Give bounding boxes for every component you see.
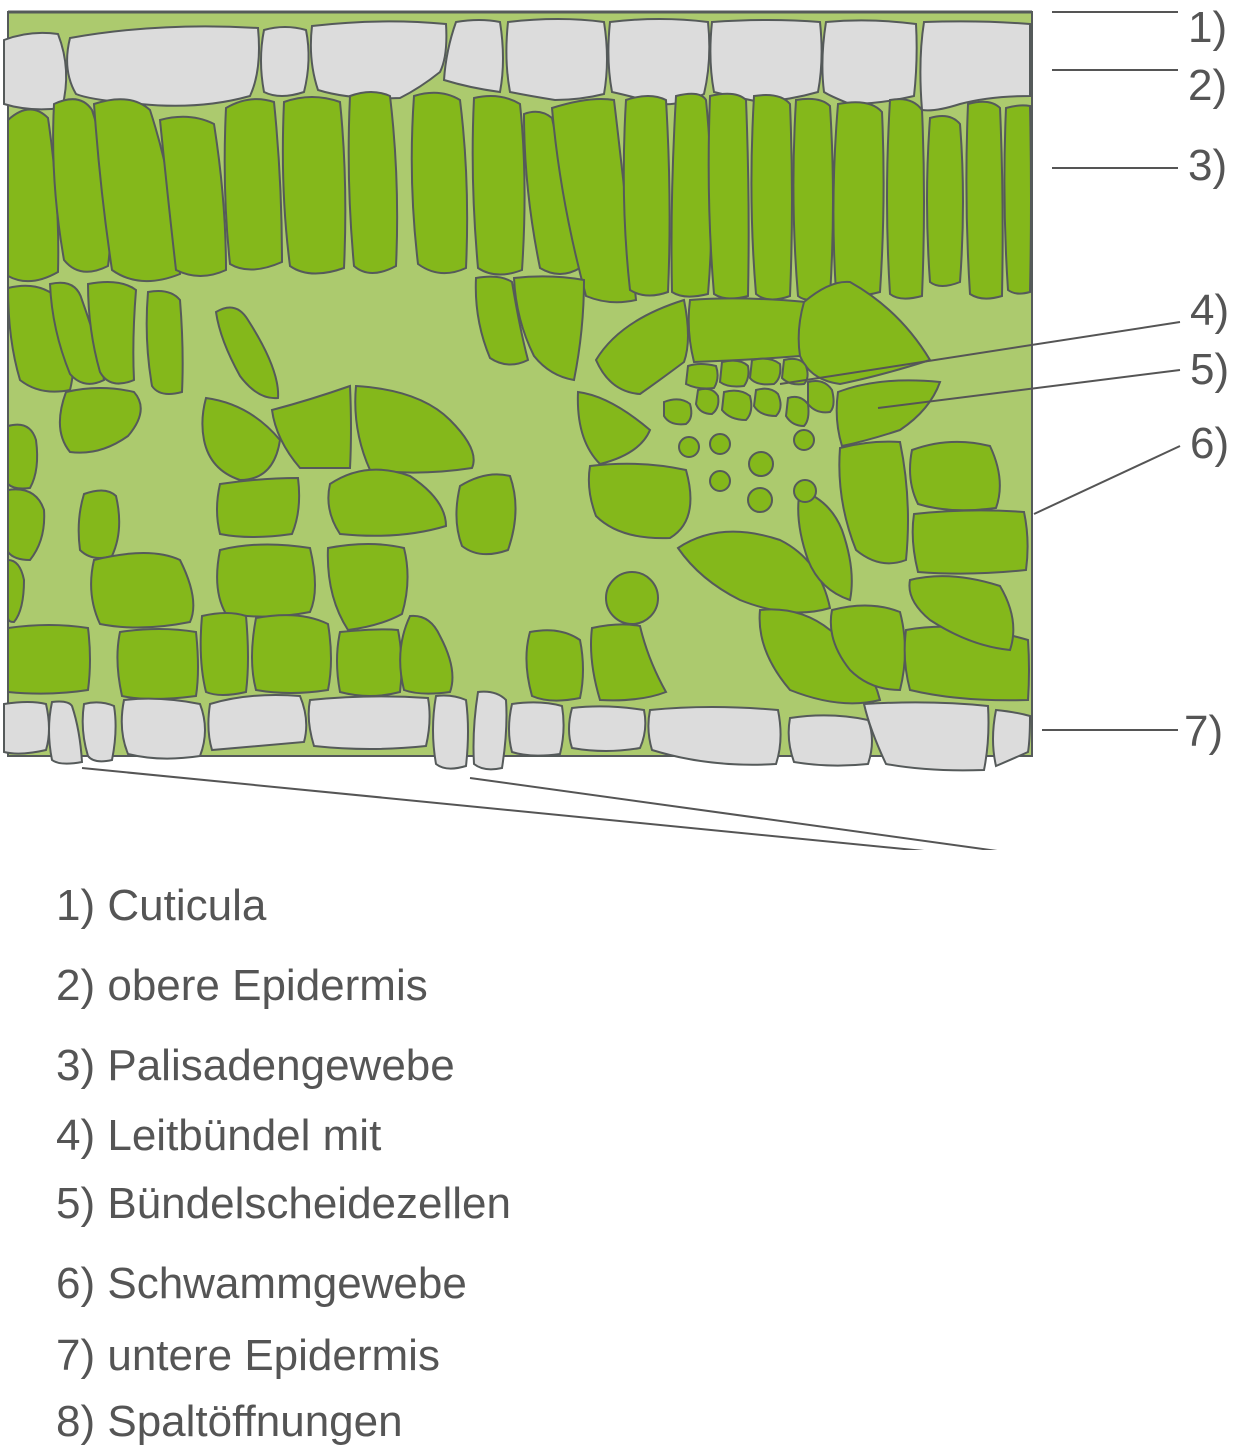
callout-6: 6) (1190, 419, 1229, 468)
legend-item-spongy: 6) Schwammgewebe (56, 1259, 467, 1308)
legend-item-palisade: 3) Palisadengewebe (56, 1041, 455, 1090)
legend-item-stomata: 8) Spaltöffnungen (56, 1397, 403, 1446)
leader-lines (81, 11, 1181, 850)
legend-item-bundle-sheath: 5) Bündelscheidezellen (56, 1179, 511, 1228)
legend-item-upper-epidermis: 2) obere Epidermis (56, 961, 428, 1010)
palisade-tissue (7, 91, 1032, 304)
vascular-bundle (663, 357, 835, 513)
spongy-tissue-right (474, 275, 1030, 705)
callout-5: 5) (1190, 345, 1229, 394)
callout-2: 2) (1188, 61, 1227, 110)
spongy-tissue (6, 281, 517, 700)
callout-7: 7) (1184, 707, 1223, 756)
legend-item-vascular-bundle: 4) Leitbündel mit (56, 1111, 382, 1160)
callout-3: 3) (1188, 141, 1227, 190)
lower-epidermis (3, 690, 1032, 772)
legend-item-lower-epidermis: 7) untere Epidermis (56, 1331, 440, 1380)
callout-4: 4) (1190, 286, 1229, 335)
callout-1: 1) (1188, 3, 1227, 52)
legend-item-cuticula: 1) Cuticula (56, 881, 267, 930)
bundle-sheath-cells (576, 280, 942, 540)
upper-epidermis (3, 18, 1031, 112)
leaf-cross-section-diagram: 1) 2) 3) 4) 5) 6) 7) 8) (3, 3, 1229, 850)
